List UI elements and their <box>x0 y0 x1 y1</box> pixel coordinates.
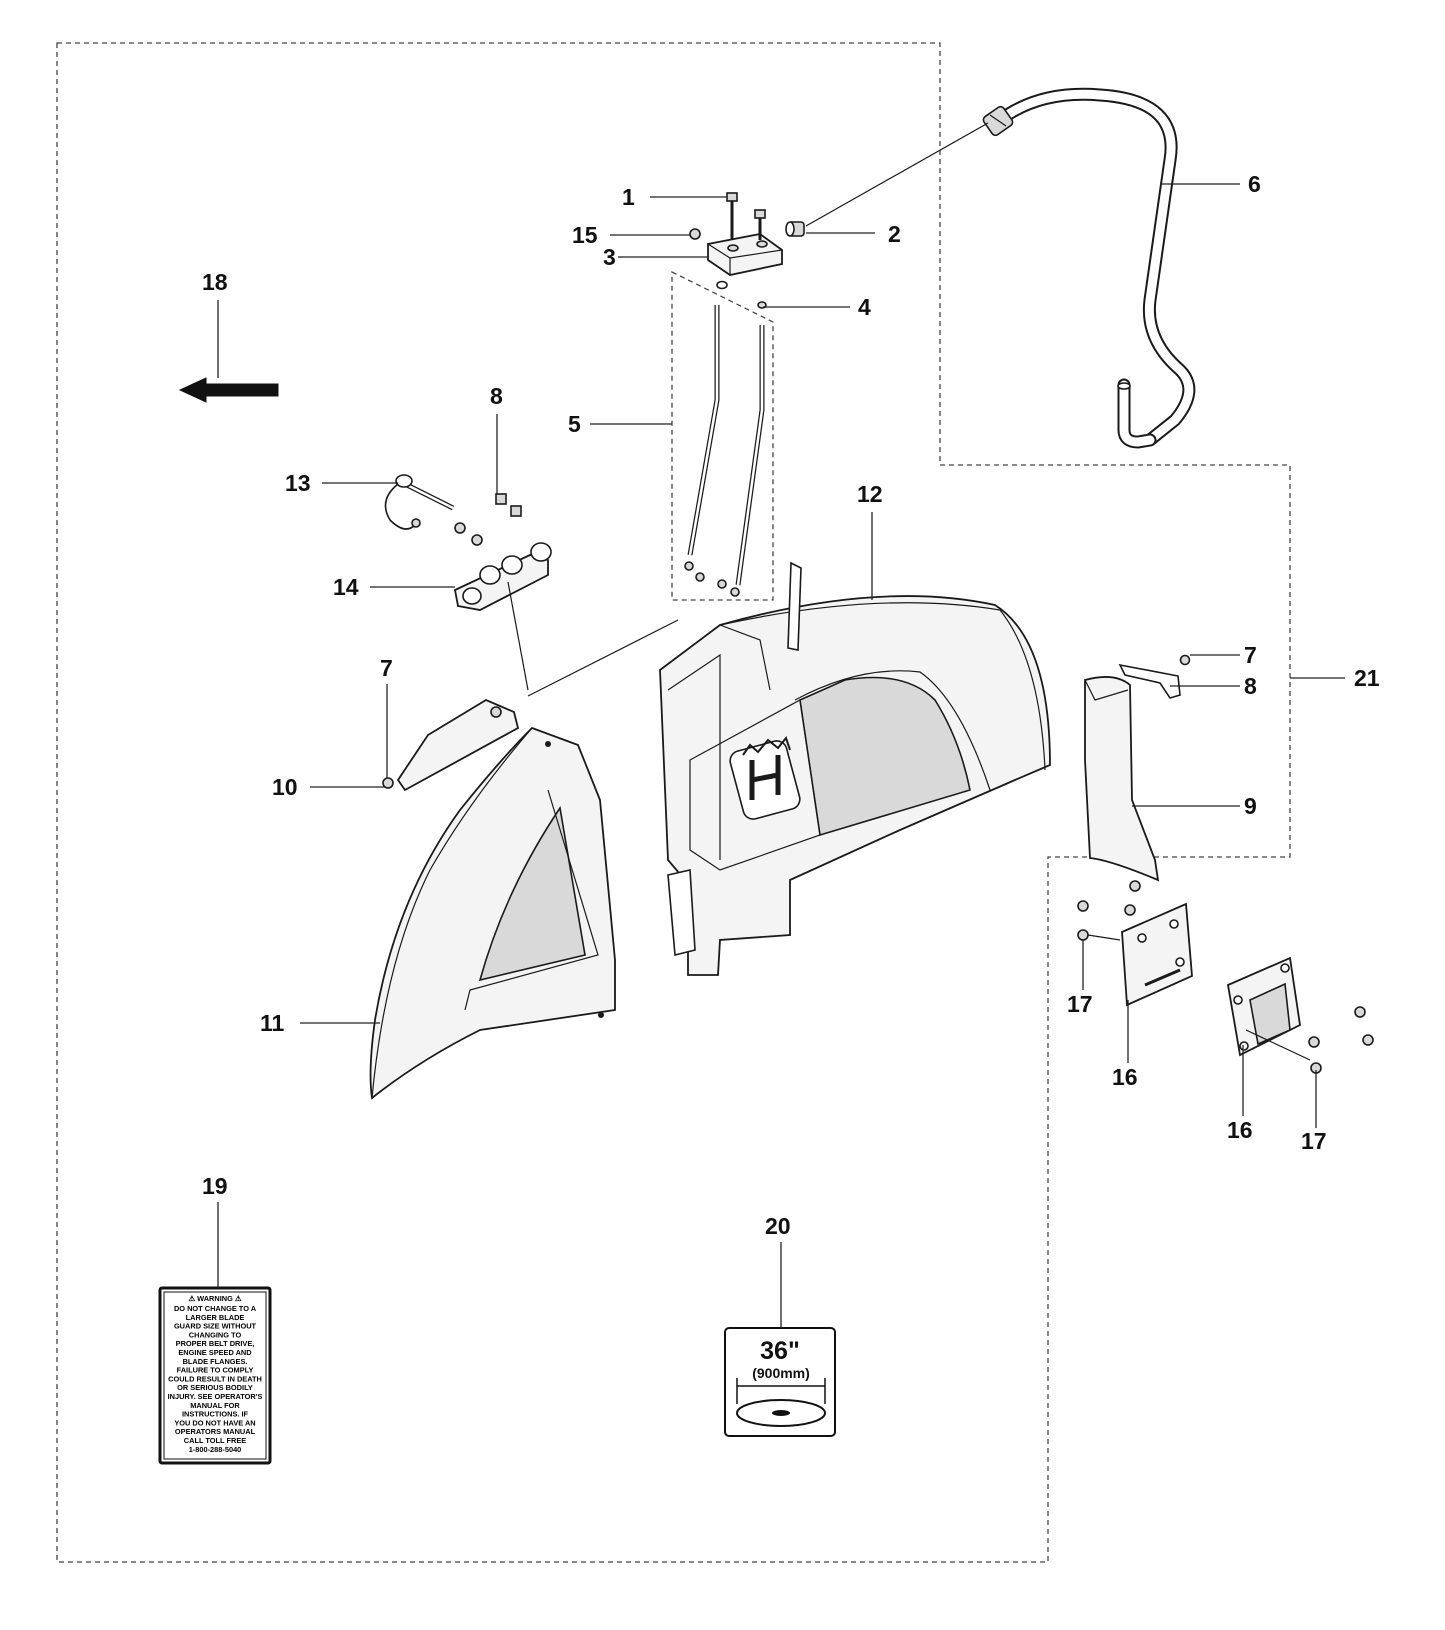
callout-8-left: 8 <box>490 383 503 409</box>
warning-decal-line: INSTRUCTIONS. IF <box>182 1410 249 1419</box>
callout-21: 21 <box>1354 665 1380 691</box>
warning-decal-line: FAILURE TO COMPLY <box>177 1366 254 1375</box>
guard-bracket <box>382 698 520 792</box>
callout-4: 4 <box>858 294 871 320</box>
callout-18: 18 <box>202 269 228 295</box>
leader-lines <box>217 183 1345 1328</box>
warning-decal-line: OR SERIOUS BODILY <box>177 1383 253 1392</box>
plate-screws-a <box>1077 880 1141 941</box>
hinge-screws <box>454 493 522 546</box>
callout-14: 14 <box>333 574 359 600</box>
hose-nipple-fitting <box>785 122 989 237</box>
warning-decal-line: INJURY. SEE OPERATOR'S <box>168 1392 263 1401</box>
screw-1a <box>726 192 738 240</box>
blade-size-decal: 36" (900mm) <box>724 1327 836 1437</box>
size-decal-inches: 36" <box>760 1337 800 1365</box>
plate-screws-b <box>1308 1006 1374 1074</box>
callout-6: 6 <box>1248 171 1261 197</box>
callout-15: 15 <box>572 222 598 248</box>
callout-8-right: 8 <box>1244 673 1257 699</box>
mounting-plate-b <box>1226 956 1311 1061</box>
callout-2: 2 <box>888 221 901 247</box>
callout-7-left: 7 <box>380 655 393 681</box>
warning-decal-line: MANUAL FOR <box>190 1401 240 1410</box>
callout-11: 11 <box>260 1010 285 1036</box>
size-decal-millimeters: (900mm) <box>752 1365 810 1381</box>
mounting-plate-a <box>1121 902 1193 1007</box>
warning-decal-line: DO NOT CHANGE TO A <box>174 1304 257 1313</box>
callout-1: 1 <box>622 184 635 210</box>
blade-guard-main <box>659 561 1051 976</box>
water-hose <box>982 87 1196 449</box>
screw-1b <box>754 209 766 240</box>
callout-3: 3 <box>603 244 616 270</box>
warning-decal-line: ENGINE SPEED AND <box>178 1348 252 1357</box>
callout-13: 13 <box>285 470 311 496</box>
warning-decal-line: CALL TOLL FREE <box>184 1436 246 1445</box>
splash-guard <box>1084 654 1191 882</box>
callout-7-right: 7 <box>1244 642 1257 668</box>
warning-decal-line: GUARD SIZE WITHOUT <box>174 1322 257 1331</box>
assembly-boundary-hoses <box>671 270 774 601</box>
warning-decal-header: ⚠ WARNING ⚠ <box>188 1294 241 1303</box>
rotation-direction-arrow <box>178 377 279 403</box>
guard-hinge <box>453 542 552 691</box>
washer <box>716 280 728 290</box>
assembly-boundary-main <box>56 42 1291 1563</box>
callout-17-right: 17 <box>1301 1128 1327 1154</box>
callout-16-right: 16 <box>1227 1117 1253 1143</box>
callout-17-left: 17 <box>1067 991 1093 1017</box>
warning-decal-line: CHANGING TO <box>189 1330 242 1339</box>
nut-15 <box>689 228 701 240</box>
warning-decal-line: OPERATORS MANUAL <box>175 1427 256 1436</box>
warning-decal-line: YOU DO NOT HAVE AN <box>174 1418 255 1427</box>
callout-20: 20 <box>765 1213 791 1239</box>
warning-decal-line: 1-800-288-5040 <box>189 1445 242 1454</box>
callout-19: 19 <box>202 1173 228 1199</box>
water-tubes <box>684 305 765 597</box>
callout-10: 10 <box>272 774 298 800</box>
water-valve-block <box>707 233 783 276</box>
warning-decal-line: PROPER BELT DRIVE, <box>176 1339 255 1348</box>
locking-pin-with-wire <box>384 474 455 530</box>
callout-9: 9 <box>1244 793 1257 819</box>
callout-12: 12 <box>857 481 883 507</box>
callout-16-left: 16 <box>1112 1064 1138 1090</box>
warning-decal-line: BLADE FLANGES. <box>183 1357 248 1366</box>
warning-decal-line: LARGER BLADE <box>186 1313 245 1322</box>
warning-decal-line: COULD RESULT IN DEATH <box>168 1374 262 1383</box>
blade-guard-front-cover <box>369 726 616 1100</box>
callout-5: 5 <box>568 411 581 437</box>
assembly-line-hinge <box>527 619 679 697</box>
